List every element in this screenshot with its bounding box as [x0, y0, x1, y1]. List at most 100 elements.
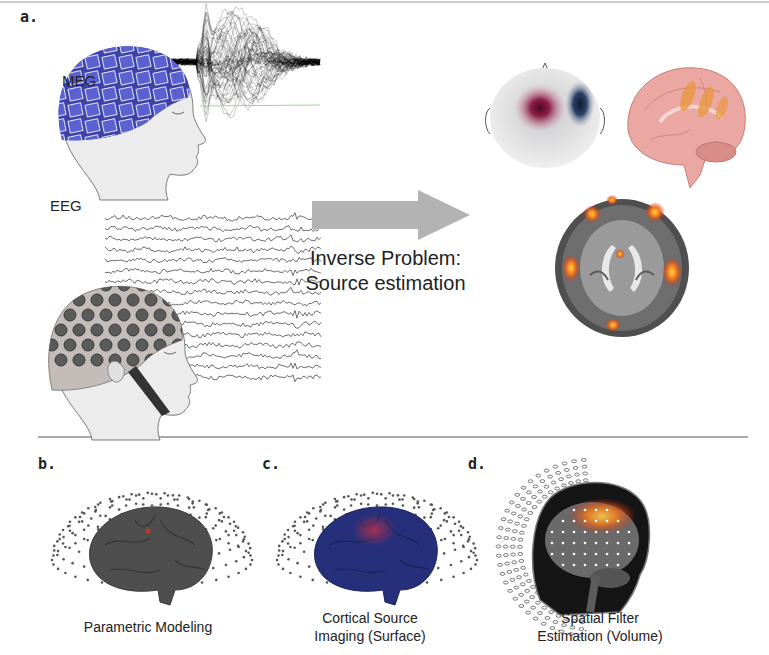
meg-sensor [119, 87, 134, 101]
sensor-dot [452, 575, 455, 578]
sensor-dot [56, 554, 59, 557]
sensor-dot [62, 529, 65, 532]
eeg-electrode [136, 279, 148, 291]
meg-sensor [187, 103, 202, 117]
meg-sensor [170, 135, 185, 149]
sensor-dot [319, 506, 322, 509]
sensor-dot [62, 536, 65, 539]
grid-point [562, 542, 565, 545]
skull [555, 199, 689, 337]
sensor-dot [521, 566, 526, 569]
eeg-electrode [64, 309, 76, 321]
meg-sensor [119, 71, 134, 85]
sensor-dot [423, 516, 426, 519]
closed-eye [164, 352, 176, 354]
sensor-dot [433, 508, 436, 511]
sensor-dot [515, 522, 520, 525]
sensor-dot [135, 502, 138, 505]
meg-traces [90, 4, 320, 122]
sensor-dot [392, 494, 395, 497]
sensor-dot [277, 554, 280, 557]
sensor-dot [242, 531, 245, 534]
sensor-dot [397, 494, 400, 497]
sensor-dot [97, 503, 100, 506]
sensor-dot [505, 528, 510, 531]
sensor-dot [440, 539, 443, 542]
grid-point [584, 553, 587, 556]
sensor-dot [53, 545, 56, 548]
meg-sensor [170, 103, 185, 117]
sensor-dot [503, 581, 508, 584]
sensor-dot [281, 554, 284, 557]
sensor-dot [308, 528, 311, 531]
sensor-dot [74, 542, 77, 545]
sensor-dot [62, 558, 65, 561]
sensor-dot [526, 491, 531, 494]
sensor-dot [542, 606, 547, 609]
sensor-dot [74, 516, 77, 519]
eeg-electrode [127, 294, 139, 306]
sensor-dot [542, 495, 547, 498]
meg-head [51, 39, 206, 200]
sensor-dot [347, 495, 350, 498]
meg-sensor [51, 39, 66, 53]
sensor-dot [225, 564, 228, 567]
sensor-dot [497, 536, 502, 539]
sensor-dot [532, 495, 537, 498]
sensor-dot [521, 497, 526, 500]
grid-point [617, 520, 620, 523]
sensor-dot [511, 512, 516, 515]
eeg-electrode [100, 309, 112, 321]
sensor-dot [315, 517, 318, 520]
sensor-dot [398, 498, 401, 501]
sensor-dot [167, 494, 170, 497]
sensor-dot [212, 527, 215, 530]
sensor-dot [249, 554, 252, 557]
sensor-dot [287, 536, 290, 539]
meg-sensor [153, 71, 168, 85]
sensor-dot [350, 504, 353, 507]
sensor-dot [569, 481, 574, 484]
eeg-electrode [136, 339, 148, 351]
sensor-dot [78, 550, 81, 553]
sensor-dot [193, 506, 196, 509]
top-rule [0, 2, 769, 3]
sensor-dot [69, 520, 72, 523]
eeg-electrode [73, 294, 85, 306]
sensor-dot [81, 520, 84, 523]
sensor-dot [74, 575, 77, 578]
eeg-electrode [64, 279, 76, 291]
sensor-dot [235, 525, 238, 528]
sensor-dot [388, 492, 391, 495]
meg-sensor [136, 135, 151, 149]
sensor-dot [384, 503, 387, 506]
grid-point [617, 553, 620, 556]
sensor-dot [504, 554, 509, 557]
sensor-dot [287, 542, 290, 545]
sensor-dot [528, 511, 533, 514]
positive-field [514, 84, 566, 132]
panel-letter: b. [38, 455, 78, 473]
sensor-dot [94, 510, 97, 513]
meg-sensor [68, 103, 83, 117]
sensor-dot [94, 506, 97, 509]
sensor-dot [519, 531, 524, 534]
meg-sensor [170, 71, 185, 85]
meg-trace [90, 39, 320, 88]
sensor-dot [561, 484, 566, 487]
sensor-dot [450, 564, 453, 567]
sensor-dot [334, 506, 337, 509]
sensor-dot [518, 552, 523, 555]
sensor-dot [367, 497, 370, 500]
sensor-dot [581, 458, 586, 461]
eeg-electrode [82, 339, 94, 351]
sensor-dot [500, 572, 505, 575]
panel-letter: a. [20, 8, 60, 26]
sensor-dot [142, 497, 145, 500]
activation [645, 202, 665, 222]
sensor-dot [472, 551, 475, 554]
sensor-dot [566, 475, 571, 478]
sensor-dot [582, 465, 587, 468]
meg-sensor [136, 87, 151, 101]
sensor-dot [448, 516, 451, 519]
